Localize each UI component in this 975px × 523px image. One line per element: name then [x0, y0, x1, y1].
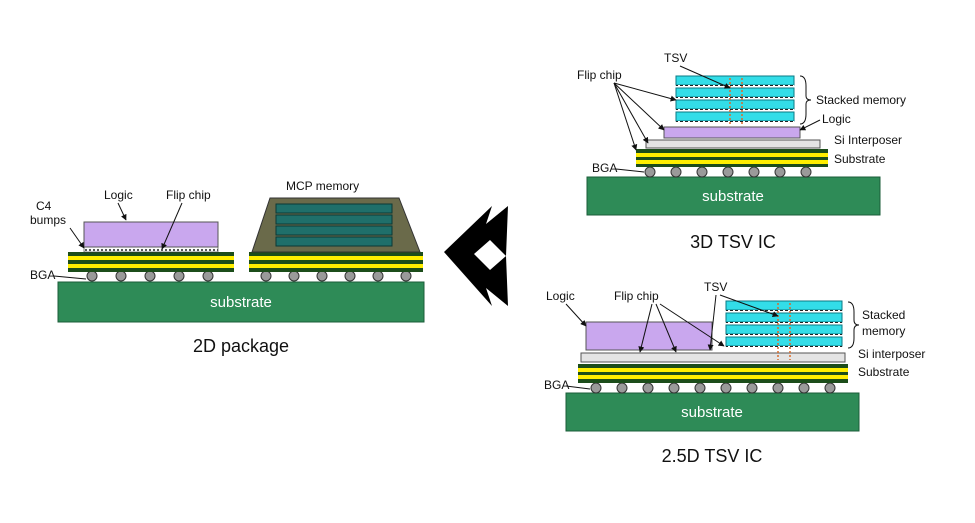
mcp-memory-dies [275, 203, 393, 247]
package-substrate-2d-left [68, 252, 234, 272]
flip-chip-label-2d: Flip chip [166, 188, 211, 202]
si-interposer-3d [645, 139, 821, 149]
bga-balls-25d [590, 382, 836, 394]
package-substrate-25d [578, 364, 848, 383]
c4-bumps-row [83, 246, 219, 253]
mcp-memory-label: MCP memory [286, 179, 359, 193]
substrate-layer-label-25d: Substrate [858, 365, 910, 379]
logic-label-3d: Logic [822, 112, 851, 126]
bga-label-3d: BGA [592, 161, 617, 175]
logic-label-2d: Logic [104, 188, 133, 202]
substrate-layer-label-3d: Substrate [834, 152, 886, 166]
stacked-memory-label-3d: Stacked memory [816, 93, 906, 107]
substrate-label-3d: substrate [702, 188, 764, 205]
bga-label-2d: BGA [30, 268, 55, 282]
substrate-label-25d: substrate [681, 404, 743, 421]
flip-chip-label-25d: Flip chip [614, 289, 659, 303]
package-substrate-3d [636, 149, 828, 167]
bga-balls-2d-left [86, 270, 214, 282]
logic-die-3d [663, 126, 801, 139]
panel-25d-tsv: substrate Logic Flip [544, 280, 925, 466]
bga-balls-3d [644, 166, 812, 178]
substrate-label-2d: substrate [210, 294, 272, 311]
bumps-label: bumps [30, 213, 66, 227]
si-interposer-label-3d: Si Interposer [834, 133, 902, 147]
bga-balls-2d-right [260, 270, 412, 282]
tsv-label-3d: TSV [664, 51, 687, 65]
substrate-board-25d [565, 392, 860, 432]
caption-25d-tsv: 2.5D TSV IC [662, 446, 763, 466]
stacked-memory-3d [675, 75, 795, 126]
panel-3d-tsv: substrate TSV Flip chip [577, 51, 906, 252]
c4-label: C4 [36, 199, 52, 213]
caption-2d-package: 2D package [193, 336, 289, 356]
si-interposer-label-25d: Si interposer [858, 347, 925, 361]
bga-label-25d: BGA [544, 378, 569, 392]
substrate-board-3d [586, 176, 881, 216]
logic-label-25d: Logic [546, 289, 575, 303]
si-interposer-25d [580, 352, 846, 363]
substrate-board-2d [57, 281, 425, 323]
stacked-memory-25d [725, 300, 843, 360]
logic-chip-2d [83, 221, 219, 248]
stacked-label-25d: Stacked [862, 308, 905, 322]
panel-2d-package: substrate [30, 179, 425, 356]
caption-3d-tsv: 3D TSV IC [690, 232, 776, 252]
tsv-label-25d: TSV [704, 280, 727, 294]
flip-chip-label-3d: Flip chip [577, 68, 622, 82]
memory-label-25d: memory [862, 324, 905, 338]
bidirectional-arrow-icon [444, 206, 508, 306]
package-substrate-2d-right [249, 252, 423, 272]
